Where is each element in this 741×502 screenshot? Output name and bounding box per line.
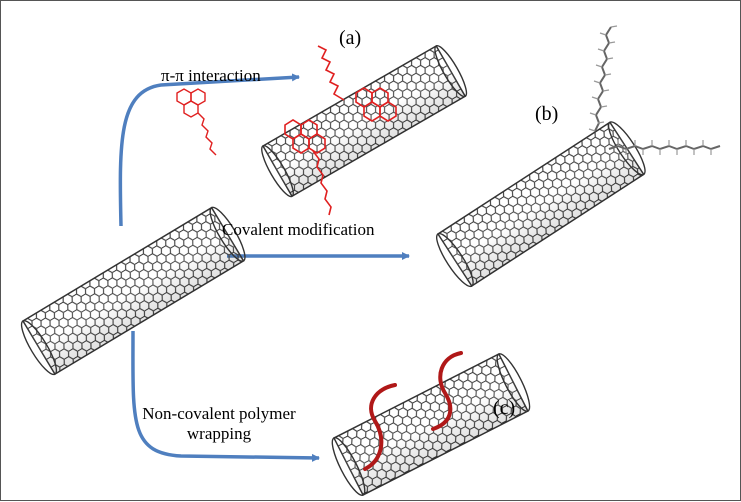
polymer-wrap xyxy=(363,351,463,471)
nanotube-main xyxy=(20,206,246,376)
pyrene-on-tube-upper xyxy=(317,45,397,122)
panel-label-a: (a) xyxy=(339,27,362,49)
pi-pi-interaction-label: π-π interaction xyxy=(161,66,261,85)
pyrene-molecule-free xyxy=(176,88,217,156)
arrow-to-c xyxy=(131,330,320,462)
noncovalent-wrapping-label: Non-covalent polymer wrapping xyxy=(134,404,304,444)
nanotube-c xyxy=(331,353,531,497)
noncovalent-label-line2: wrapping xyxy=(186,424,252,443)
alkyl-chain-upper xyxy=(588,25,618,132)
panel-label-b: (b) xyxy=(535,103,559,125)
alkyl-chain-lower xyxy=(608,140,721,155)
panel-label-c: (c) xyxy=(493,397,516,419)
pyrene-on-tube-lower xyxy=(284,119,332,216)
noncovalent-label-line1: Non-covalent polymer xyxy=(142,404,296,423)
nanotube-a xyxy=(261,44,468,198)
covalent-modification-label: Covalent modification xyxy=(222,220,375,239)
arrow-to-a xyxy=(118,73,300,227)
nanotube-b xyxy=(436,121,646,288)
